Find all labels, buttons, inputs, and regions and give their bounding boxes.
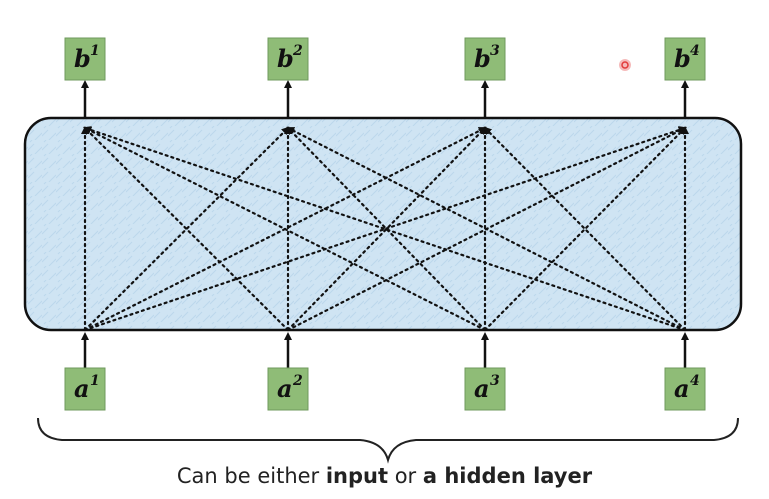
connection-a3-b2 [286,126,487,332]
caption-middle: or [388,464,423,488]
output-node-b3-box [464,37,506,81]
input-arrows [81,332,689,368]
output-node-b4-superscript: 4 [690,43,700,59]
pointer-dot [619,59,631,71]
output-node-b3-label: b [474,44,491,73]
output-node-b2-box [267,37,309,81]
output-node-b1-superscript: 1 [90,43,100,59]
input-node-a1-box [64,367,106,411]
output-node-b2-superscript: 2 [292,43,303,59]
pointer-dot-core [621,61,629,69]
output-node-b2-label: b [277,44,294,73]
input-node-a3-box [464,367,506,411]
input-node-a1-superscript: 1 [90,373,100,389]
output-node-b4-box [664,37,706,81]
connection-a3-b1 [83,126,487,332]
input-node-a4-superscript: 4 [690,373,700,389]
caption: Can be either input or a hidden layer [0,464,769,488]
brace [37,417,739,464]
connection-a4-b2 [286,126,687,332]
input-node-a3-label: a [474,374,490,403]
output-node-b4-label: b [674,44,691,73]
input-node-a2-label: a [277,374,293,403]
caption-bold-hidden: a hidden layer [422,464,593,488]
output-node-b1-label: b [74,44,91,73]
output-arrows [81,80,689,118]
input-node-a1-label: a [74,374,90,403]
layer-box [23,116,743,332]
connection-a2-b1 [83,126,290,332]
caption-bold-input: input [325,464,389,488]
input-node-a4-label: a [674,374,690,403]
attention-connections [81,126,689,332]
input-node-a3-superscript: 3 [490,373,500,389]
connection-a3-b4 [483,126,687,332]
caption-prefix: Can be either [176,464,326,488]
connection-a1-b4 [83,126,687,332]
connection-a4-b1 [83,126,687,332]
connection-a4-b3 [483,126,687,332]
input-node-a4-box [664,367,706,411]
input-node-a2-box [267,367,309,411]
input-node-a2-superscript: 2 [292,373,303,389]
output-node-b1-box [64,37,106,81]
output-node-b3-superscript: 3 [490,43,500,59]
